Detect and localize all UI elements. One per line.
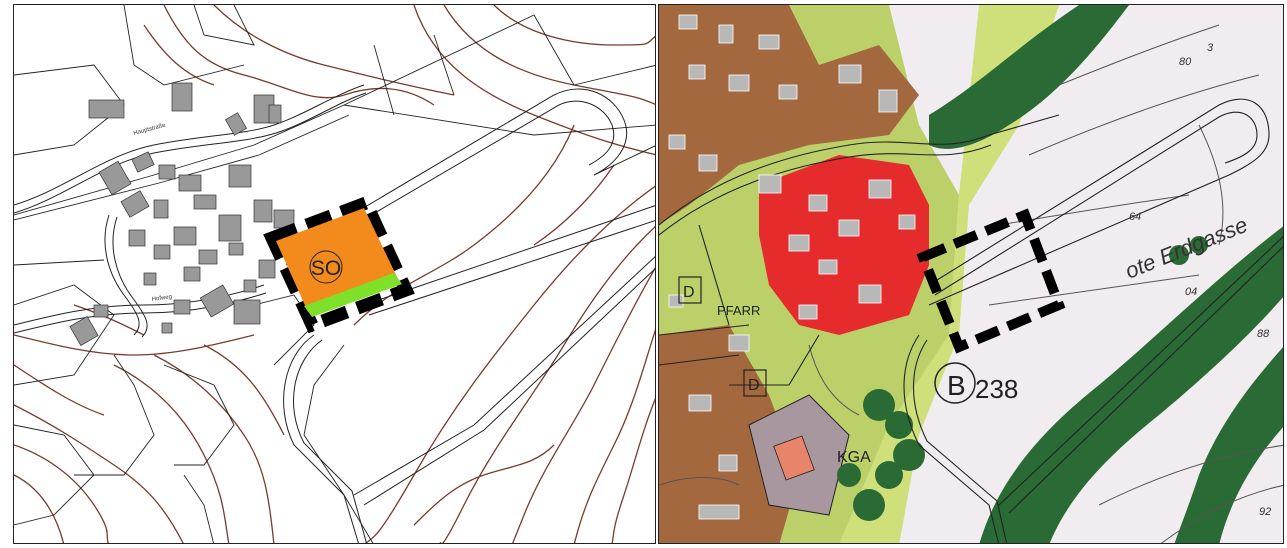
parcel-lines	[14, 5, 655, 543]
street-label-top: Hauptstraße	[133, 122, 167, 137]
development-zone: SO	[263, 194, 415, 334]
forest	[837, 5, 1283, 543]
buildings	[69, 82, 295, 347]
street-label-bottom: Hofweg	[151, 294, 172, 303]
buildings	[668, 14, 916, 520]
contour-label-2: 64	[1129, 211, 1141, 223]
contour-lines	[14, 5, 655, 543]
roads	[659, 98, 1283, 543]
zone-label: SO	[311, 257, 341, 280]
road-badge-letter: B	[947, 370, 966, 401]
roads	[14, 84, 655, 543]
contour-label-5: 88	[1257, 328, 1270, 340]
land-use-map-svg: KGA	[659, 5, 1283, 543]
green-strip	[304, 273, 402, 317]
plot-outline	[916, 208, 1066, 354]
contour-label-3: 3	[1207, 42, 1214, 54]
settlement-south	[659, 325, 799, 543]
contour-label-6: 92	[1259, 506, 1271, 518]
zone-symbol-circle	[309, 250, 343, 284]
church-label: KGA	[837, 449, 871, 466]
core-zone	[759, 155, 929, 335]
monument-label-1: D	[683, 284, 695, 301]
contour-lines	[659, 24, 1283, 543]
parish-label: PFARR	[717, 303, 760, 318]
contour-label-1: 80	[1179, 56, 1192, 68]
contour-labels: 80 64 3 04 88 92	[1129, 42, 1271, 518]
settlement-north	[659, 5, 919, 225]
road-number: 238	[975, 374, 1018, 404]
contour-label-4: 04	[1185, 286, 1197, 298]
zone-frame	[263, 194, 415, 334]
cadastral-map-panel: Hauptstraße Hofweg SO	[13, 4, 656, 544]
monument-label-2: D	[748, 377, 760, 394]
cadastral-map-svg: Hauptstraße Hofweg SO	[14, 5, 655, 543]
land-use-map-panel: KGA	[658, 4, 1284, 544]
farmland-strip	[839, 5, 1059, 543]
church-building	[773, 435, 815, 481]
road-badge: B 238	[934, 362, 1018, 404]
map-labels: D PFARR D	[678, 276, 767, 397]
